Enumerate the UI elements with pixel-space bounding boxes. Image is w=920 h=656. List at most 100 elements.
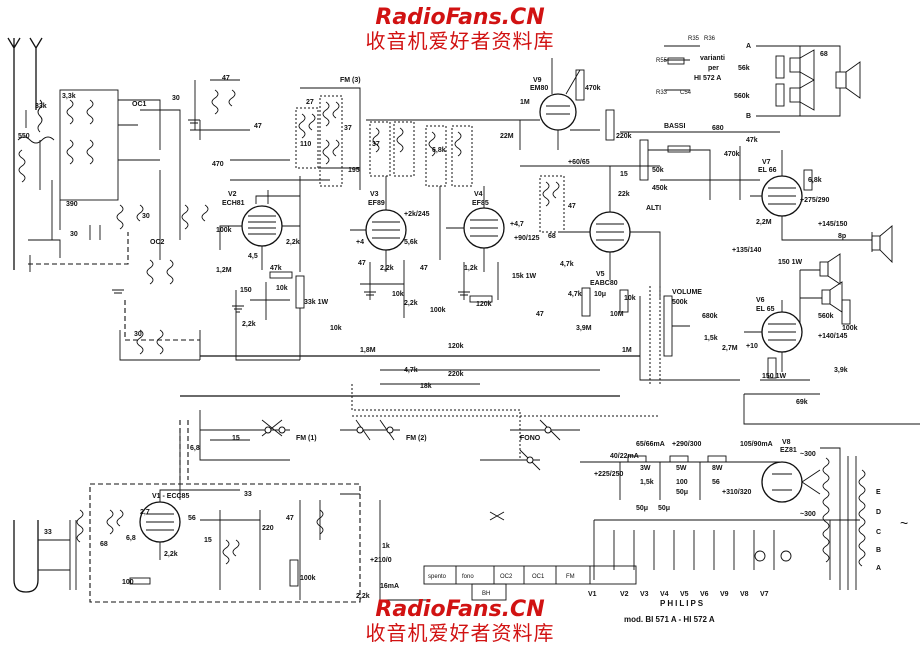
label-speaker-a: A xyxy=(746,43,751,50)
label-47k: 47k xyxy=(270,265,282,272)
label-300-bot: ~300 xyxy=(800,511,816,518)
label-300-top: ~300 xyxy=(800,451,816,458)
label-33-t: 33 xyxy=(244,491,252,498)
label-6-8-t: 6,8 xyxy=(126,535,136,542)
watermark-brand-bottom: RadioFans.CN xyxy=(375,597,545,622)
label-4-7k-b: 4,7k xyxy=(568,291,582,298)
label-680: 680 xyxy=(712,125,724,132)
label-10m: 10M xyxy=(610,311,624,318)
label-1m-b: 1M xyxy=(622,347,632,354)
label-em80: EM80 xyxy=(530,85,548,92)
label-ef85: EF85 xyxy=(472,200,489,207)
heater-v7: V7 xyxy=(760,591,769,598)
heater-v1: V1 xyxy=(588,591,597,598)
variant-network xyxy=(664,45,861,117)
label-68-t: 68 xyxy=(100,541,108,548)
label-37-b: 37 xyxy=(372,141,380,148)
label-100-ps: 100 xyxy=(676,479,688,486)
tube-v4-ef85 xyxy=(420,119,520,303)
label-50k: 50k xyxy=(652,167,664,174)
switch-table-spento: spento xyxy=(428,574,447,580)
label-30c: 30 xyxy=(172,95,180,102)
v2-plate-circuit xyxy=(230,159,330,361)
label-100k-v4: 100k xyxy=(430,307,446,314)
label-47-b5: 47 xyxy=(536,311,544,318)
label-500k: 500k xyxy=(672,299,688,306)
switch-table-oc1: OC1 xyxy=(532,574,545,580)
label-1k: 1k xyxy=(382,543,390,550)
label-el66: EL 66 xyxy=(758,167,777,174)
label-v1-ecc85: V1 - ECC85 xyxy=(152,493,189,500)
label-22k: 22k xyxy=(618,191,630,198)
label-el65: EL 65 xyxy=(756,306,775,313)
label-47-v5: 47 xyxy=(568,203,576,210)
label-47-v3: 47 xyxy=(358,260,366,267)
label-ef89: EF89 xyxy=(368,200,385,207)
label-100-t: 100 xyxy=(122,579,134,586)
label-15-t: 15 xyxy=(204,537,212,544)
label-47-v4: 47 xyxy=(420,265,428,272)
label-10k-v3: 10k xyxy=(392,291,404,298)
label-560k: 560k xyxy=(818,313,834,320)
label-15-sw: 15 xyxy=(232,435,240,442)
label-4-7k-bus: 4,7k xyxy=(404,367,418,374)
label-2k245: +2k/245 xyxy=(404,211,430,218)
label-v6: V6 xyxy=(756,297,765,304)
tap-a: A xyxy=(876,565,881,572)
heater-v8: V8 xyxy=(740,591,749,598)
heater-v5: V5 xyxy=(680,591,689,598)
watermark-cn-bottom: 收音机爱好者资料库 xyxy=(365,621,555,645)
tube-v7-el66 xyxy=(750,150,893,264)
heater-v3: V3 xyxy=(640,591,649,598)
label-47-t: 47 xyxy=(286,515,294,522)
fm-switch-row xyxy=(200,419,580,471)
label-16ma: 16mA xyxy=(380,583,399,590)
label-56: 56 xyxy=(188,515,196,522)
label-10u: 10μ xyxy=(594,291,606,298)
heater-v4: V4 xyxy=(660,591,669,598)
label-680k: 680k xyxy=(702,313,718,320)
label-v4: V4 xyxy=(474,191,483,198)
label-r33: R33 xyxy=(656,90,668,96)
tap-d: D xyxy=(876,509,881,516)
label-37: 37 xyxy=(344,125,352,132)
volume-control xyxy=(639,286,740,386)
label-56-ps: 56 xyxy=(712,479,720,486)
philips-brand: PHILIPS xyxy=(660,599,705,608)
label-variant-56k: 56k xyxy=(738,65,750,72)
label-210: +210/0 xyxy=(370,557,392,564)
b-plus-tuner-wire xyxy=(379,500,430,601)
label-4-7k: 4,7k xyxy=(560,261,574,268)
label-2-2k-t: 2,2k xyxy=(164,551,178,558)
label-310-320: +310/320 xyxy=(722,489,751,496)
label-50u-c: 50μ xyxy=(676,489,688,496)
heater-string xyxy=(593,519,860,580)
label-150: 150 xyxy=(240,287,252,294)
label-220k-b: 220k xyxy=(448,371,464,378)
tap-b: B xyxy=(876,547,881,554)
label-135: +135/140 xyxy=(732,247,761,254)
label-1-5k: 1,5k xyxy=(704,335,718,342)
power-supply xyxy=(580,447,866,590)
tube-v6-el65 xyxy=(744,300,820,395)
label-33k: 33k xyxy=(35,103,47,110)
label-oc1: OC1 xyxy=(132,101,147,108)
switch-table-fm: FM xyxy=(566,574,575,580)
label-22m: 22M xyxy=(500,133,514,140)
label-2-2k-c: 2,2k xyxy=(404,300,418,307)
philips-model: mod. BI 571 A - HI 572 A xyxy=(624,615,715,624)
label-2-2k-v3: 2,2k xyxy=(380,265,394,272)
label-15k1w: 15k 1W xyxy=(512,273,537,280)
label-2-2m: 2,2M xyxy=(756,219,772,226)
label-15: 15 xyxy=(620,171,628,178)
label-100k-c: 100k xyxy=(842,325,858,332)
label-18k: 18k xyxy=(420,383,432,390)
label-fm1: FM (1) xyxy=(296,435,317,442)
label-4-5: 4,5 xyxy=(248,253,258,260)
label-fm3: FM (3) xyxy=(340,77,361,84)
label-470: 470 xyxy=(212,161,224,168)
label-plus10: +10 xyxy=(746,343,758,350)
label-33k1w: 33k 1W xyxy=(304,299,329,306)
label-290-300: +290/300 xyxy=(672,441,701,448)
label-120k-b: 120k xyxy=(448,343,464,350)
